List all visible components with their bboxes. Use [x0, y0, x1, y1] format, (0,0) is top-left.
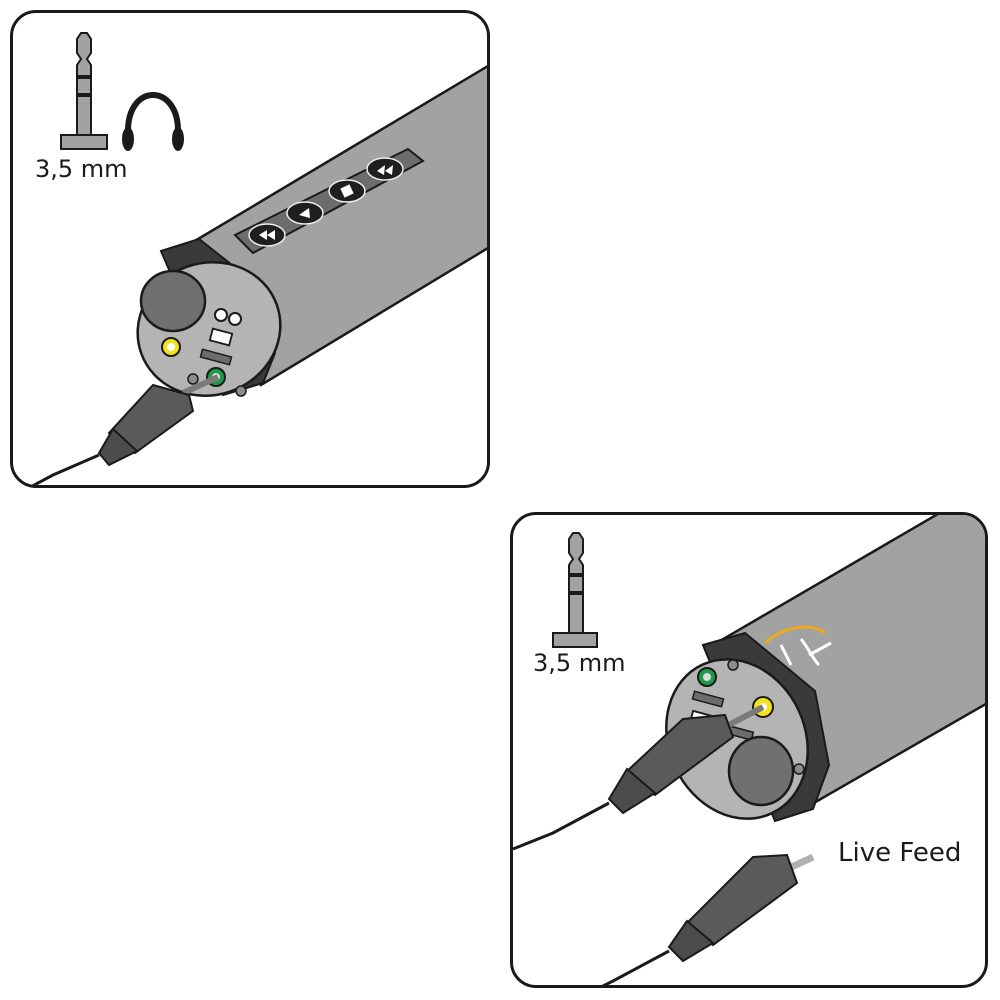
- volume-knob[interactable]: [727, 735, 795, 807]
- end-face-controls: [139, 269, 247, 397]
- bottom-illustration: [513, 515, 985, 985]
- live-feed-connection-panel: 3,5 mm Live Feed: [510, 512, 988, 988]
- volume-knob[interactable]: [139, 269, 207, 333]
- usb-port[interactable]: [208, 327, 234, 347]
- headphones-icon: [122, 92, 184, 151]
- transport-button-strip: [233, 147, 425, 255]
- fast-forward-icon[interactable]: [366, 157, 404, 181]
- end-face-controls: [688, 659, 805, 807]
- live-feed-plug: [601, 853, 815, 985]
- brand-logo: [763, 625, 832, 667]
- jack-size-label: 3,5 mm: [533, 649, 626, 677]
- inserted-plug: [513, 704, 765, 851]
- recorder-body: [665, 515, 985, 823]
- stereo-jack-icon: [552, 532, 598, 648]
- jack-size-label: 3,5 mm: [35, 155, 128, 183]
- top-illustration: [31, 32, 487, 485]
- stereo-jack-icon: [60, 32, 108, 150]
- headphone-connection-panel: 3,5 mm: [10, 10, 490, 488]
- live-feed-label: Live Feed: [838, 838, 962, 868]
- headphone-plug: [31, 374, 220, 485]
